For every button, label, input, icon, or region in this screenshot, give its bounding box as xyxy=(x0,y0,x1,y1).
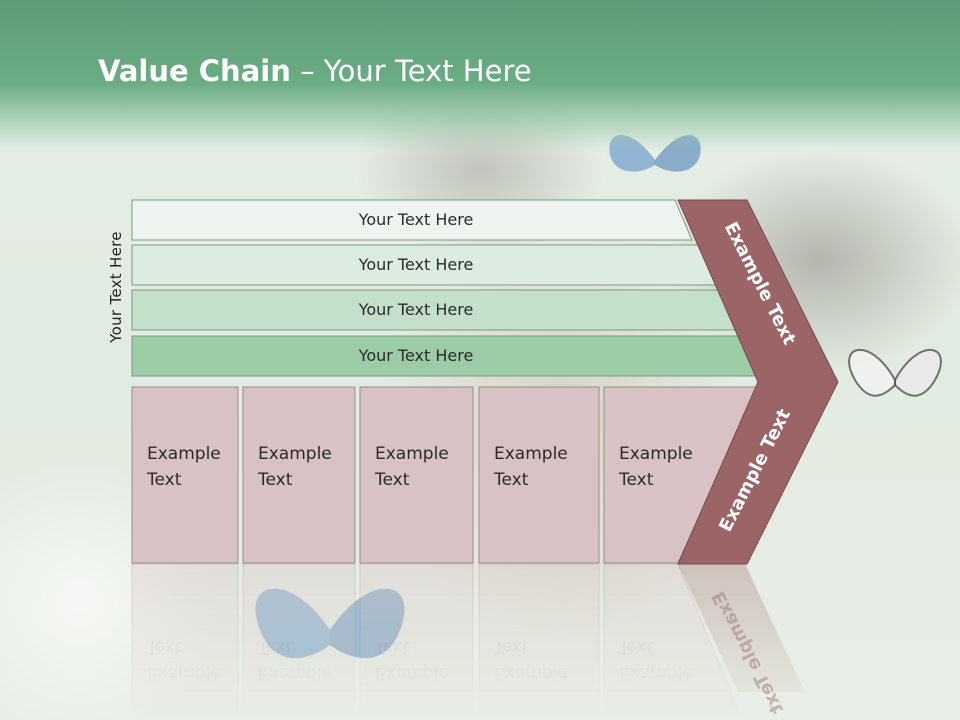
activity-box-1 xyxy=(131,386,239,564)
activity-box-1-reflection xyxy=(131,563,239,715)
value-bar-label-4: Your Text Here xyxy=(358,346,474,365)
value-chain-chevron xyxy=(677,199,839,565)
activity-box-5-reflection-line2: Text xyxy=(618,637,654,657)
value-bar-1 xyxy=(131,199,693,241)
activity-box-3-line2: Text xyxy=(374,470,410,490)
activity-box-1-reflection-line1: Example xyxy=(147,663,221,683)
activity-box-5-reflection xyxy=(603,563,741,715)
activity-box-1-line2: Text xyxy=(146,470,182,490)
activity-box-2-reflection-line1: Example xyxy=(258,663,332,683)
activity-box-4 xyxy=(478,386,600,564)
activity-box-2-line2: Text xyxy=(257,470,293,490)
activity-box-4-reflection-line2: Text xyxy=(493,637,529,657)
value-bar-label-2: Your Text Here xyxy=(358,255,474,274)
slide-title: Value Chain – Your Text Here xyxy=(98,54,532,88)
activity-box-5-line2: Text xyxy=(618,470,654,490)
activity-box-4-line2: Text xyxy=(493,470,529,490)
chevron-lower-reflection xyxy=(678,564,805,692)
activity-box-2-reflection-line2: Text xyxy=(257,637,293,657)
activity-box-3-reflection xyxy=(359,563,474,715)
activity-box-1-reflection-line2: Text xyxy=(146,637,182,657)
activity-box-1-line1: Example xyxy=(147,444,221,464)
activity-box-5-reflection-line1: Example xyxy=(619,663,693,683)
header-band: Value Chain – Your Text Here xyxy=(0,0,960,150)
activity-box-3-reflection-line2: Text xyxy=(374,637,410,657)
title-rest: – Your Text Here xyxy=(290,54,532,88)
activity-box-4-reflection xyxy=(478,563,600,715)
value-bar-label-3: Your Text Here xyxy=(358,300,474,319)
activity-box-4-line1: Example xyxy=(494,444,568,464)
activity-box-3 xyxy=(359,386,474,564)
activity-box-4-reflection-line1: Example xyxy=(494,663,568,683)
value-bar-label-1: Your Text Here xyxy=(358,210,474,229)
title-bold: Value Chain xyxy=(98,54,291,88)
activity-box-2 xyxy=(242,386,356,564)
activity-box-2-reflection xyxy=(242,563,356,715)
activity-box-2-line1: Example xyxy=(258,444,332,464)
activity-box-5-line1: Example xyxy=(619,444,693,464)
activity-box-3-line1: Example xyxy=(375,444,449,464)
butterfly-right-icon xyxy=(848,349,942,397)
activity-box-3-reflection-line1: Example xyxy=(375,663,449,683)
